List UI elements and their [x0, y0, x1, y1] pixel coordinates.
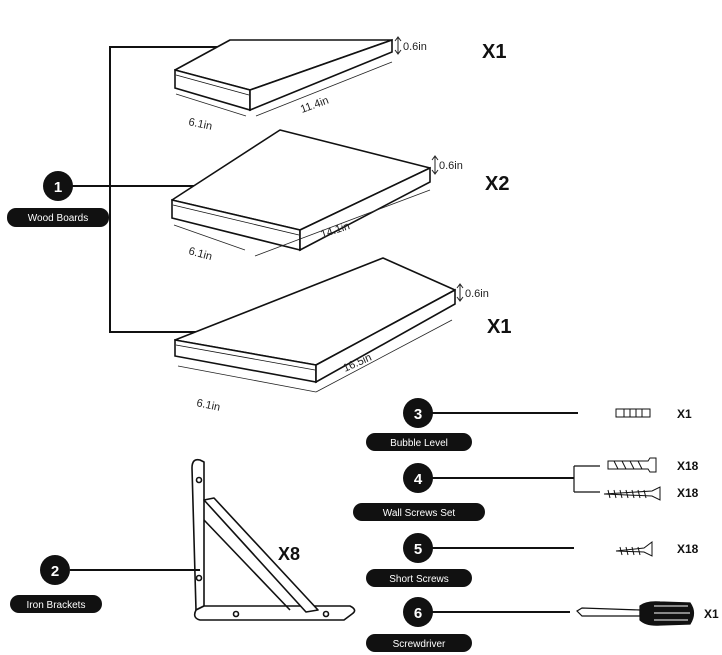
board-2-thickness: 0.6in: [439, 160, 463, 172]
part-5-qty: X18: [677, 542, 699, 556]
wall-screw-icon: [603, 486, 661, 501]
part-5-label: Short Screws: [389, 574, 448, 585]
wood-board-2: 0.6in 6.1in 14.1in X2: [171, 129, 509, 263]
wood-board-1: 0.6in 6.1in 11.4in X1: [174, 36, 506, 133]
part-4-screw-qty: X18: [677, 486, 699, 500]
short-screw-icon: [615, 541, 653, 557]
board-3-qty: X1: [487, 316, 511, 338]
part-6-number: 6: [414, 605, 422, 622]
board-3-thickness: 0.6in: [465, 288, 489, 300]
part-3-badge: 3 Bubble Level: [366, 398, 578, 451]
screwdriver-icon: [576, 601, 695, 626]
board-3-width: 6.1in: [195, 397, 221, 414]
part-5-number: 5: [414, 541, 422, 558]
part-3-label: Bubble Level: [390, 438, 448, 449]
part-4-label: Wall Screws Set: [383, 508, 456, 519]
part-6-qty: X1: [704, 607, 719, 621]
bubble-level-icon: [615, 408, 651, 418]
board-2-width: 6.1in: [187, 245, 213, 263]
board-1-length: 11.4in: [299, 95, 331, 116]
part-6-badge: 6 Screwdriver: [366, 597, 570, 652]
board-1-width: 6.1in: [187, 116, 213, 133]
part-3-number: 3: [414, 406, 422, 423]
wall-anchor-icon: [607, 457, 657, 473]
part-1-badge: 1 Wood Boards: [7, 171, 109, 227]
wood-board-3: 0.6in 16.5in 6.1in X1: [174, 257, 511, 414]
part-4-anchor-qty: X18: [677, 459, 699, 473]
board-1-qty: X1: [482, 41, 506, 63]
part-2-label: Iron Brackets: [27, 600, 86, 611]
part-2-qty: X8: [278, 544, 300, 564]
part-2-number: 2: [51, 563, 59, 580]
board-1-thickness: 0.6in: [403, 41, 427, 53]
part-4-number: 4: [414, 471, 423, 488]
part-1-label: Wood Boards: [28, 213, 88, 224]
part-3-qty: X1: [677, 407, 692, 421]
board-2-qty: X2: [485, 173, 509, 195]
part-1-number: 1: [54, 179, 62, 196]
part-5-badge: 5 Short Screws: [366, 533, 574, 587]
wood-boards-bracket: [72, 46, 222, 333]
part-6-label: Screwdriver: [393, 639, 446, 650]
part-2-badge: 2 Iron Brackets: [10, 555, 200, 613]
iron-bracket: [191, 458, 356, 621]
part-4-badge: 4 Wall Screws Set: [353, 463, 600, 521]
